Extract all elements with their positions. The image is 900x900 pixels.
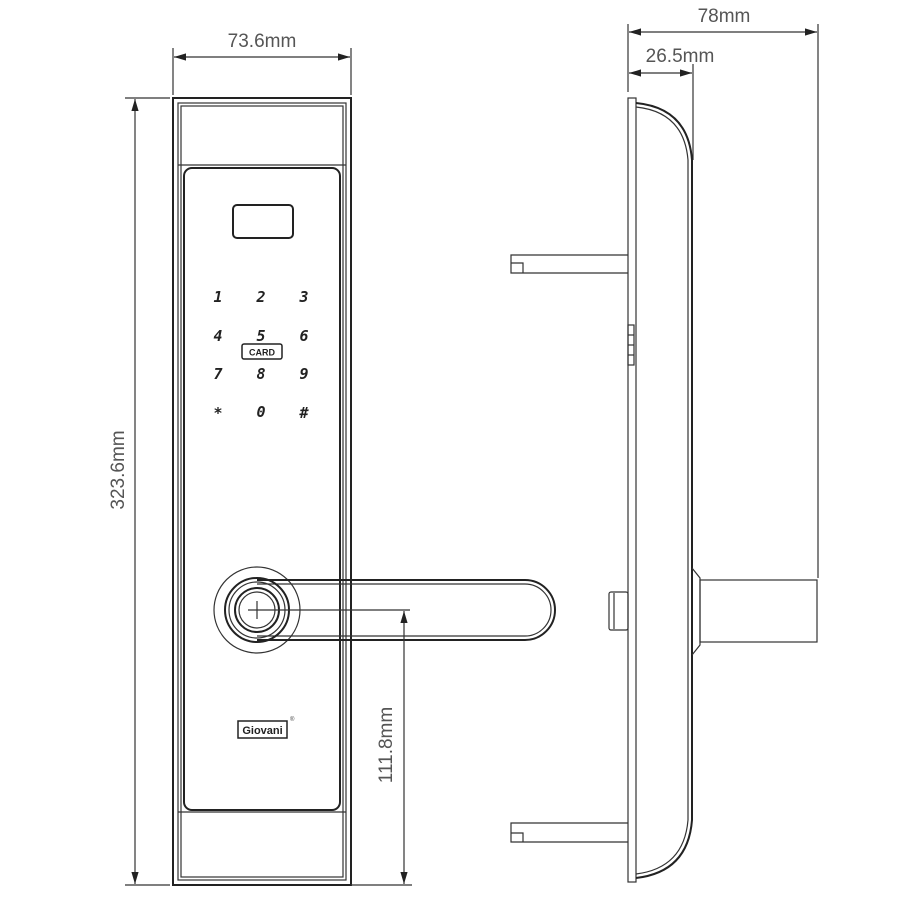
registered-mark: ® [290,716,295,723]
keypad: 1 2 3 4 5 6 7 8 9 * 0 # CARD [213,288,309,422]
key-3[interactable]: 3 [298,288,308,306]
front-height-label: 323.6mm [108,430,129,509]
handle-height-label: 111.8mm [376,707,397,783]
top-spindle [510,254,628,274]
lock-body-outline [172,97,352,886]
key-6[interactable]: 6 [299,327,308,345]
key-4[interactable]: 4 [213,327,222,345]
body-depth-dimension: 26.5mm [629,46,714,160]
body-depth-label: 26.5mm [646,46,715,67]
key-star[interactable]: * [213,404,222,422]
front-height-dimension: 323.6mm [108,97,170,886]
lever-handle [213,566,556,654]
bottom-spindle [510,822,628,843]
key-9[interactable]: 9 [299,365,308,383]
handle-side [699,579,818,643]
mounting-plate [627,97,637,883]
total-depth-dimension: 78mm [627,6,819,578]
key-8[interactable]: 8 [256,365,265,383]
key-0[interactable]: 0 [256,403,265,421]
key-7[interactable]: 7 [213,365,222,383]
card-label: CARD [249,348,275,358]
card-reader-area [241,343,283,360]
side-view: 78mm 26.5mm [510,6,819,883]
front-width-label: 73.6mm [228,31,297,52]
front-width-dimension: 73.6mm [172,31,352,95]
display-window [232,204,294,239]
key-hash[interactable]: # [298,404,309,422]
latch-knob [608,591,629,631]
lock-body-side [635,102,693,879]
key-5[interactable]: 5 [256,327,265,345]
key-2[interactable]: 2 [255,288,265,306]
total-depth-label: 78mm [698,6,751,27]
handle-height-dimension: 111.8mm [351,611,412,886]
key-1[interactable]: 1 [213,288,222,306]
glass-panel [183,167,341,811]
brand-logo-text: Giovani [242,725,282,737]
handle-rosette-side [691,567,701,656]
front-view: 73.6mm 323.6mm 1 2 3 4 5 6 7 8 9 * [108,31,556,886]
brand-logo: Giovani ® [237,716,295,739]
